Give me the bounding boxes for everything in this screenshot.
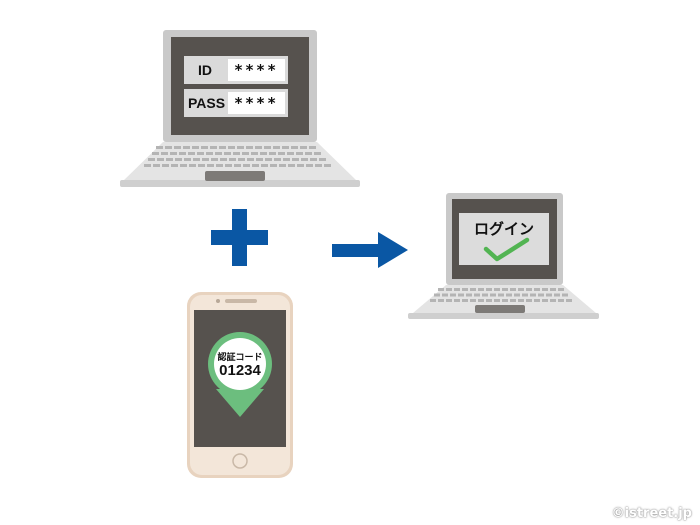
result-laptop-touchpad xyxy=(475,305,525,313)
login-laptop-front-edge xyxy=(120,180,360,187)
result-laptop-keys xyxy=(430,288,572,302)
watermark: ©istreet.jp xyxy=(611,506,692,521)
auth-code-label: 認証コード xyxy=(217,353,263,363)
pass-value: **** xyxy=(234,94,279,112)
pass-label: PASS xyxy=(188,95,226,111)
result-laptop-front-edge xyxy=(408,313,599,319)
login-laptop-screen xyxy=(171,37,309,135)
auth-code-value: 01234 xyxy=(219,362,261,379)
checkmark-icon xyxy=(483,237,530,262)
login-success-text: ログイン xyxy=(473,220,534,238)
login-laptop-touchpad xyxy=(205,171,265,181)
phone-camera xyxy=(216,299,220,303)
login-laptop-keys xyxy=(144,146,331,167)
id-field[interactable] xyxy=(228,59,285,81)
id-label: ID xyxy=(198,62,212,78)
pass-field[interactable] xyxy=(228,92,285,114)
map-pin-icon xyxy=(208,332,272,417)
id-value: **** xyxy=(234,61,279,79)
phone-speaker xyxy=(225,299,257,303)
phone-home-button[interactable] xyxy=(232,453,248,469)
